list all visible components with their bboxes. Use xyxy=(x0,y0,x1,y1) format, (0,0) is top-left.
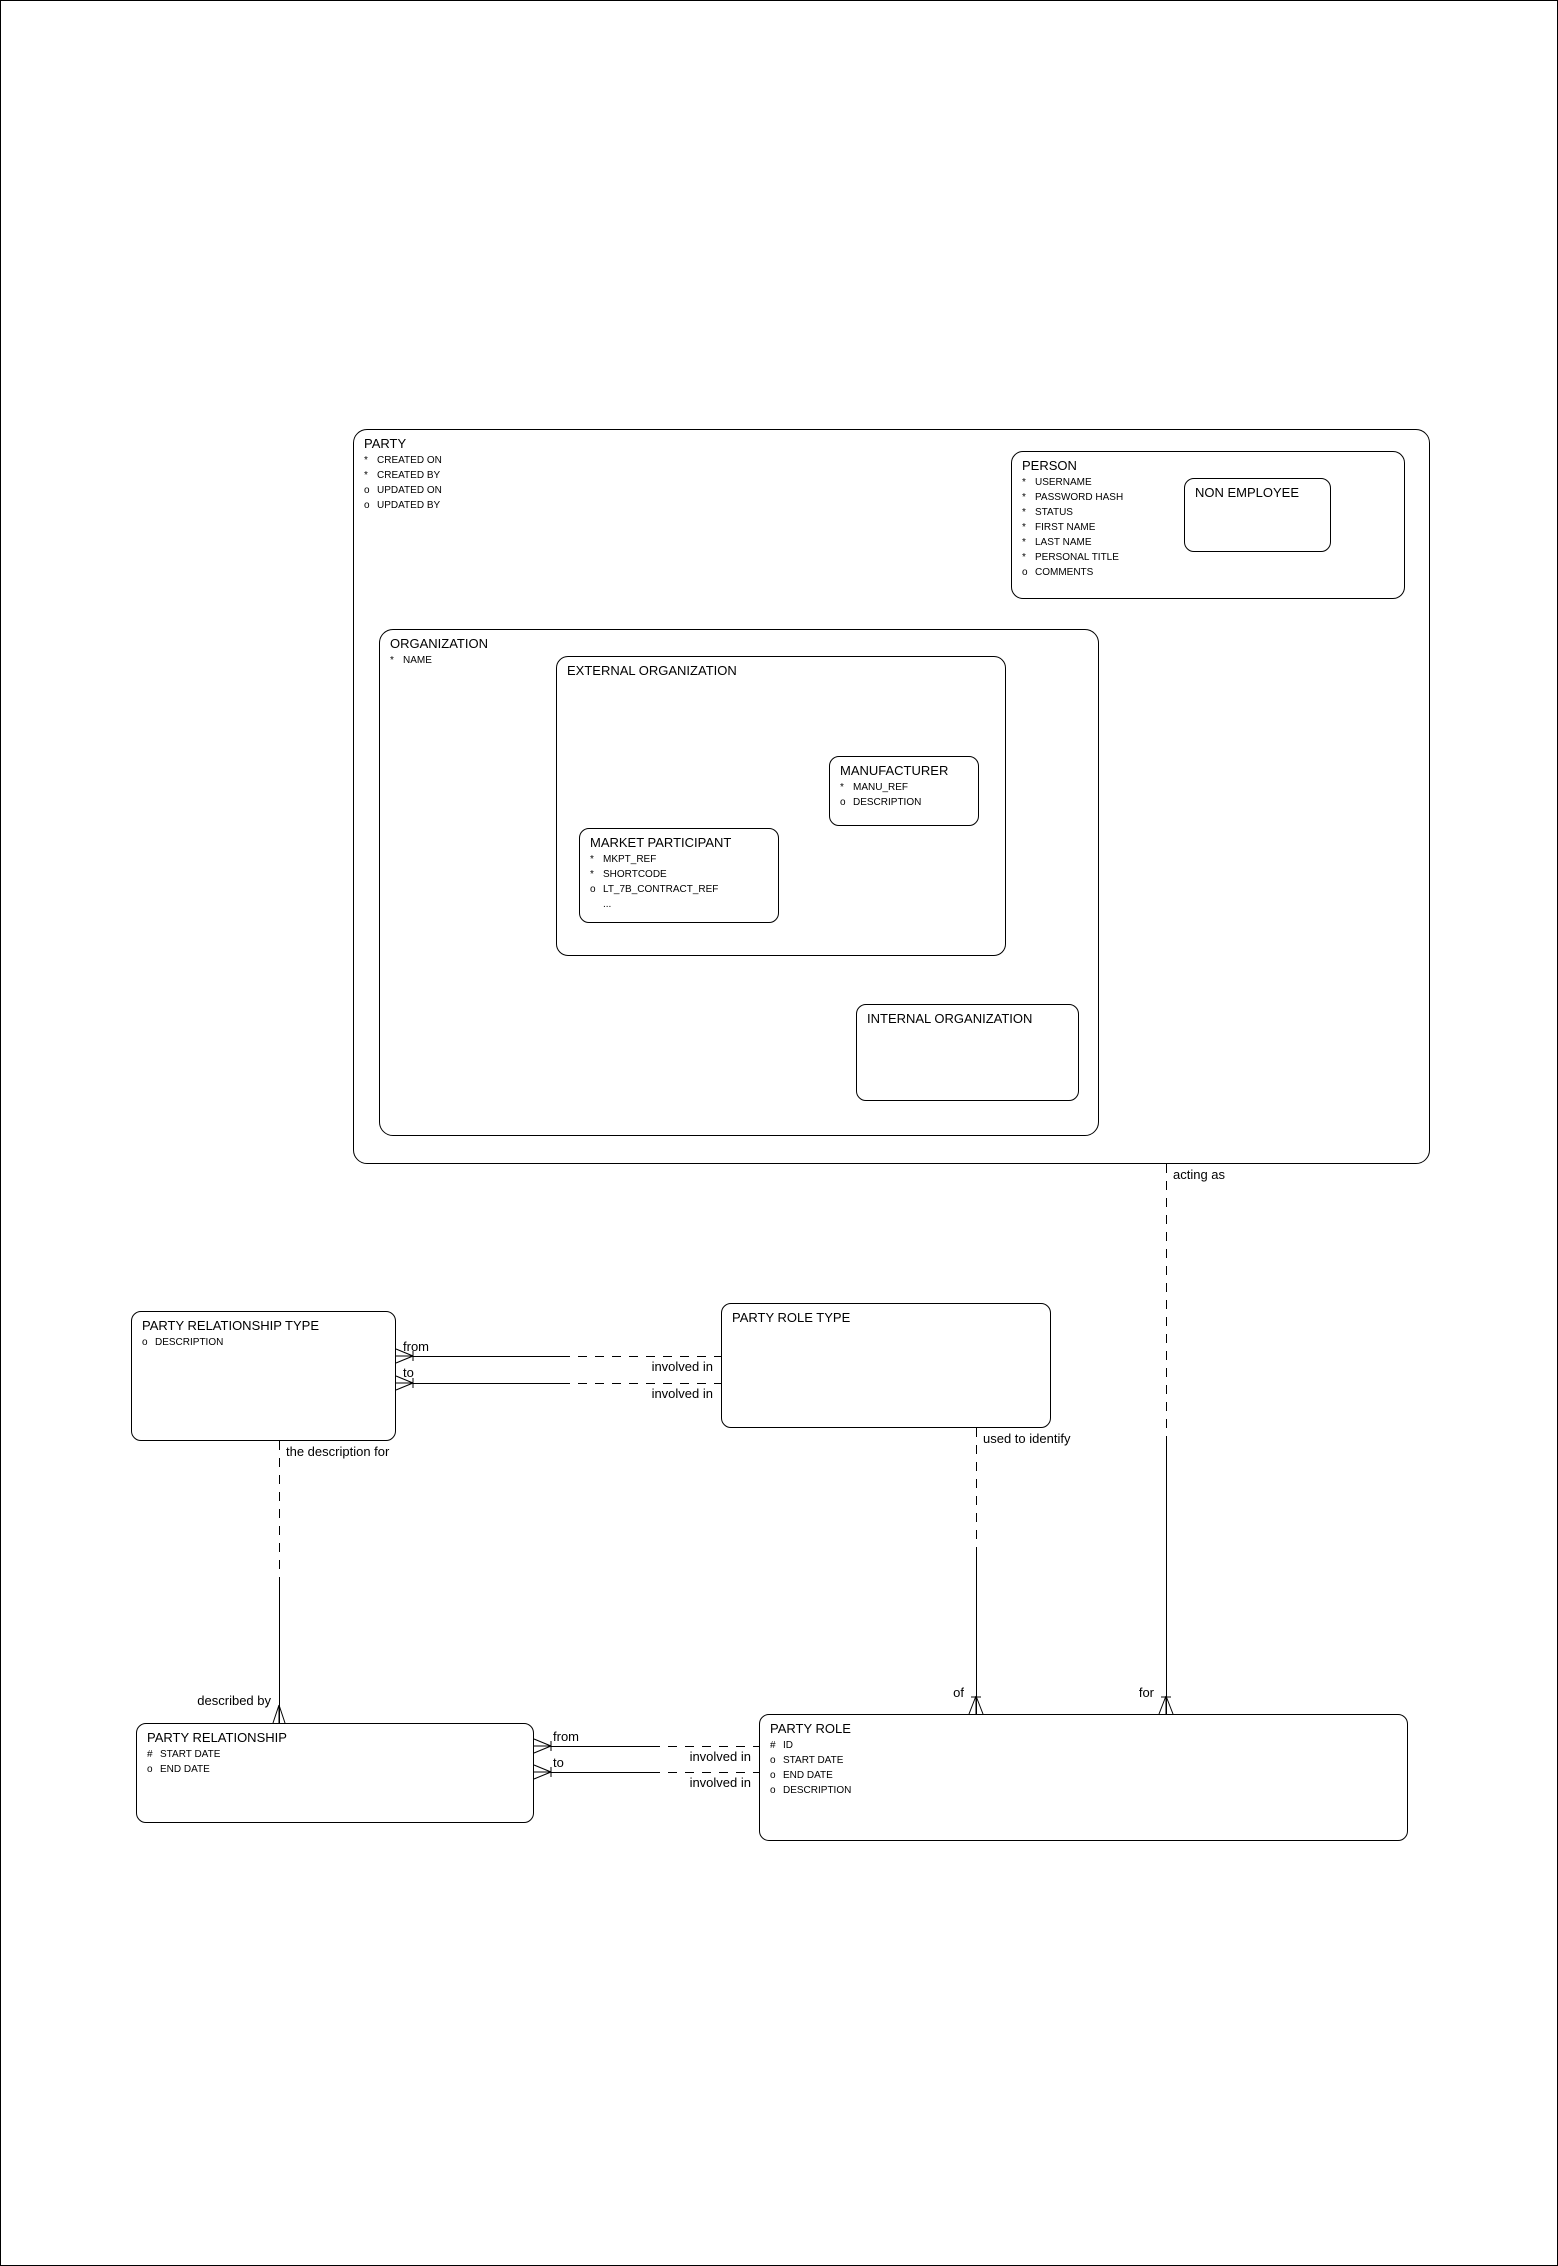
entity-title-party-role-type: PARTY ROLE TYPE xyxy=(732,1310,851,1325)
relationship-label-involved-in: involved in xyxy=(651,1359,713,1374)
entity-title-manufacturer: MANUFACTURER xyxy=(840,763,949,778)
relationship-label-involved-in: involved in xyxy=(689,1749,751,1764)
entity-party-role-type[interactable]: PARTY ROLE TYPE xyxy=(721,1303,1051,1428)
attribute-row: *FIRST NAME xyxy=(1022,522,1096,533)
relationship-line-dashed xyxy=(976,1428,977,1556)
crow-foot-icon xyxy=(395,1375,414,1391)
entity-title-party-relationship-type: PARTY RELATIONSHIP TYPE xyxy=(142,1318,320,1333)
relationship-label-to: to xyxy=(403,1365,414,1380)
relationship-label-involved-in: involved in xyxy=(689,1775,751,1790)
attribute-row: *CREATED BY xyxy=(364,470,441,481)
relationship-label-described-by: described by xyxy=(197,1693,271,1708)
relationship-line-solid xyxy=(976,1556,977,1714)
entity-title-internal-organization: INTERNAL ORGANIZATION xyxy=(867,1011,1033,1026)
relationship-line-dashed xyxy=(561,1356,721,1357)
entity-internal-organization[interactable]: INTERNAL ORGANIZATION xyxy=(856,1004,1079,1101)
relationship-line-solid xyxy=(413,1356,561,1357)
entity-title-organization: ORGANIZATION xyxy=(390,636,488,651)
crow-foot-icon xyxy=(1158,1695,1174,1715)
relationship-line-solid xyxy=(551,1746,651,1747)
attribute-row: *SHORTCODE xyxy=(590,869,667,880)
crow-foot-icon xyxy=(272,1704,286,1724)
relationship-line-dashed xyxy=(1166,1164,1167,1439)
entity-non-employee[interactable]: NON EMPLOYEE xyxy=(1184,478,1331,552)
relationship-line-dashed xyxy=(279,1441,280,1581)
attribute-row: *STATUS xyxy=(1022,507,1073,518)
relationship-label-for: for xyxy=(1138,1685,1154,1700)
entity-title-external-organization: EXTERNAL ORGANIZATION xyxy=(567,663,737,678)
attribute-row: *PASSWORD HASH xyxy=(1022,492,1124,503)
relationship-line-dashed xyxy=(561,1383,721,1384)
relationship-label-involved-in: involved in xyxy=(651,1386,713,1401)
crow-foot-icon xyxy=(533,1764,552,1780)
attribute-row: *CREATED ON xyxy=(364,455,442,466)
attribute-row: *LAST NAME xyxy=(1022,537,1092,548)
entity-title-non-employee: NON EMPLOYEE xyxy=(1195,485,1300,500)
entity-title-party-role: PARTY ROLE xyxy=(770,1721,851,1736)
relationship-label-used-to-identify: used to identify xyxy=(983,1431,1071,1446)
relationship-label-the-description-for: the description for xyxy=(286,1444,390,1459)
attribute-row: ... xyxy=(603,899,612,910)
attribute-row: *PERSONAL TITLE xyxy=(1022,552,1119,563)
entity-title-person: PERSON xyxy=(1022,458,1077,473)
entity-title-party-relationship: PARTY RELATIONSHIP xyxy=(147,1730,287,1745)
relationship-label-from: from xyxy=(553,1729,579,1744)
relationship-line-solid xyxy=(413,1383,561,1384)
relationship-line-solid xyxy=(279,1581,280,1723)
attribute-row: *NAME xyxy=(390,655,432,666)
relationship-label-of: of xyxy=(953,1685,964,1700)
relationship-label-from: from xyxy=(403,1339,429,1354)
crow-foot-icon xyxy=(395,1348,414,1364)
attribute-row: *MANU_REF xyxy=(840,782,909,793)
attribute-row: #START DATE xyxy=(147,1749,221,1760)
relationship-line-dashed xyxy=(651,1746,759,1747)
relationship-line-solid xyxy=(551,1772,651,1773)
entity-title-party: PARTY xyxy=(364,436,407,451)
relationship-line-dashed xyxy=(651,1772,759,1773)
crow-foot-icon xyxy=(533,1738,552,1754)
relationship-label-acting-as: acting as xyxy=(1173,1167,1226,1182)
entity-title-market-participant: MARKET PARTICIPANT xyxy=(590,835,732,850)
attribute-row: #ID xyxy=(770,1740,793,1751)
entity-market-participant[interactable]: MARKET PARTICIPANT *MKPT_REF *SHORTCODE … xyxy=(579,828,779,923)
relationship-line-solid xyxy=(1166,1439,1167,1714)
relationship-label-to: to xyxy=(553,1755,564,1770)
attribute-row: *MKPT_REF xyxy=(590,854,657,865)
crow-foot-icon xyxy=(968,1695,984,1715)
attribute-row: *USERNAME xyxy=(1022,477,1092,488)
